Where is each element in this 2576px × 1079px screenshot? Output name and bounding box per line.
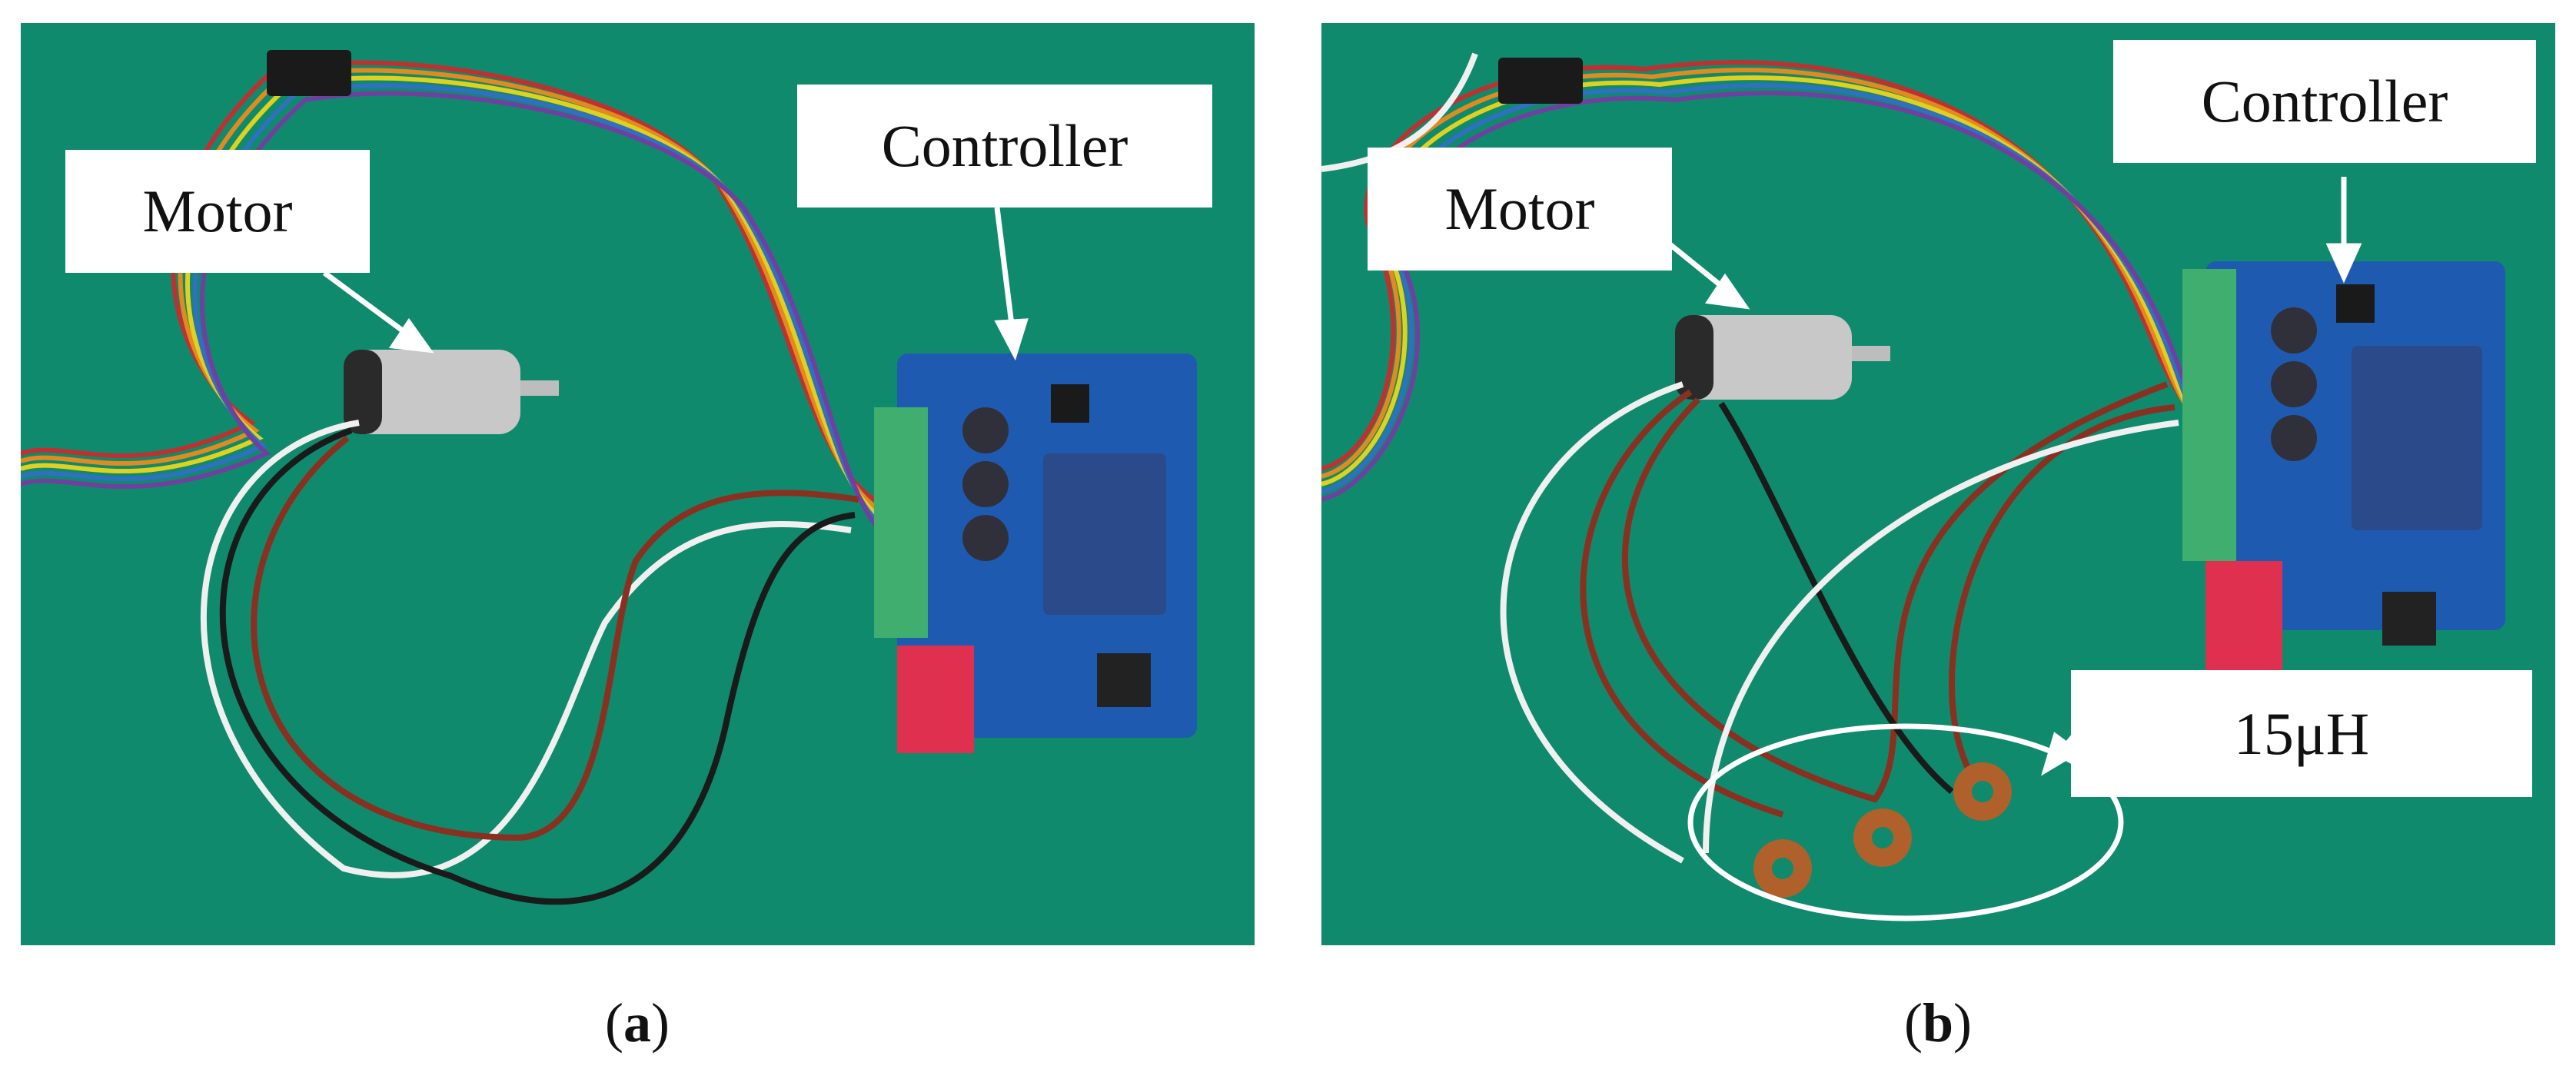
photo-panel-a: Motor Controller: [21, 23, 1255, 945]
motor-label-b: Motor: [1368, 148, 1672, 271]
caption-a-letter: a: [623, 992, 651, 1054]
connector-plug: [1498, 58, 1583, 104]
inductors: [1753, 762, 2012, 898]
motor-leads: [1500, 381, 2179, 864]
inductor-highlight-ellipse: [1687, 723, 2124, 921]
controller-label-a: Controller: [797, 85, 1212, 208]
controller-label-b: Controller: [2113, 40, 2536, 163]
ribbon-cable: [1321, 60, 2214, 502]
motor-label-a: Motor: [65, 150, 370, 273]
controller-board: [2182, 261, 2505, 676]
motor-leads: [201, 420, 859, 905]
connector-plug: [267, 50, 351, 96]
controller-board: [874, 354, 1197, 753]
motor-body: [344, 350, 559, 434]
motor-body: [1675, 315, 1890, 400]
inductor-label-b: 15μH: [2071, 670, 2532, 797]
caption-b: (b): [1903, 992, 1972, 1054]
caption-a: (a): [605, 992, 670, 1054]
caption-b-letter: b: [1922, 992, 1954, 1054]
photo-panel-b: Motor Controller 15μH: [1321, 23, 2555, 945]
annotation-arrows: [322, 207, 1029, 361]
